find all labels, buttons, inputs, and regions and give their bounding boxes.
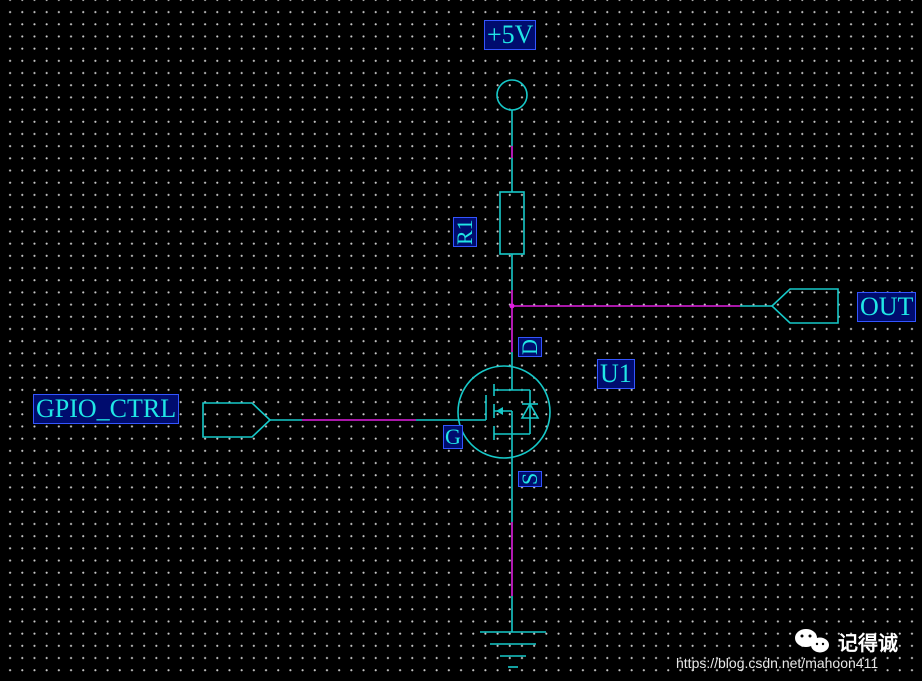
watermark-url: https://blog.csdn.net/mahoon411 [676,655,879,671]
mosfet-u1-symbol[interactable] [416,365,551,459]
label-r1[interactable]: R1 [452,217,477,248]
gpio-port-symbol[interactable] [202,402,272,438]
out-port-symbol[interactable] [770,288,839,324]
label-out[interactable]: OUT [856,292,917,322]
pin-label-gate: G [443,424,463,449]
pin-label-drain: D [517,337,543,357]
label-gpio-ctrl[interactable]: GPIO_CTRL [32,394,180,424]
resistor-r1-symbol[interactable] [499,191,525,255]
ground-symbol[interactable] [480,631,546,668]
power-port-symbol[interactable] [496,79,528,111]
label-u1[interactable]: U1 [597,359,635,389]
watermark-author: 记得诚 [838,631,898,655]
wechat-icon [795,629,829,653]
label-vcc[interactable]: +5V [483,20,537,50]
pin-label-source: S [517,471,543,487]
